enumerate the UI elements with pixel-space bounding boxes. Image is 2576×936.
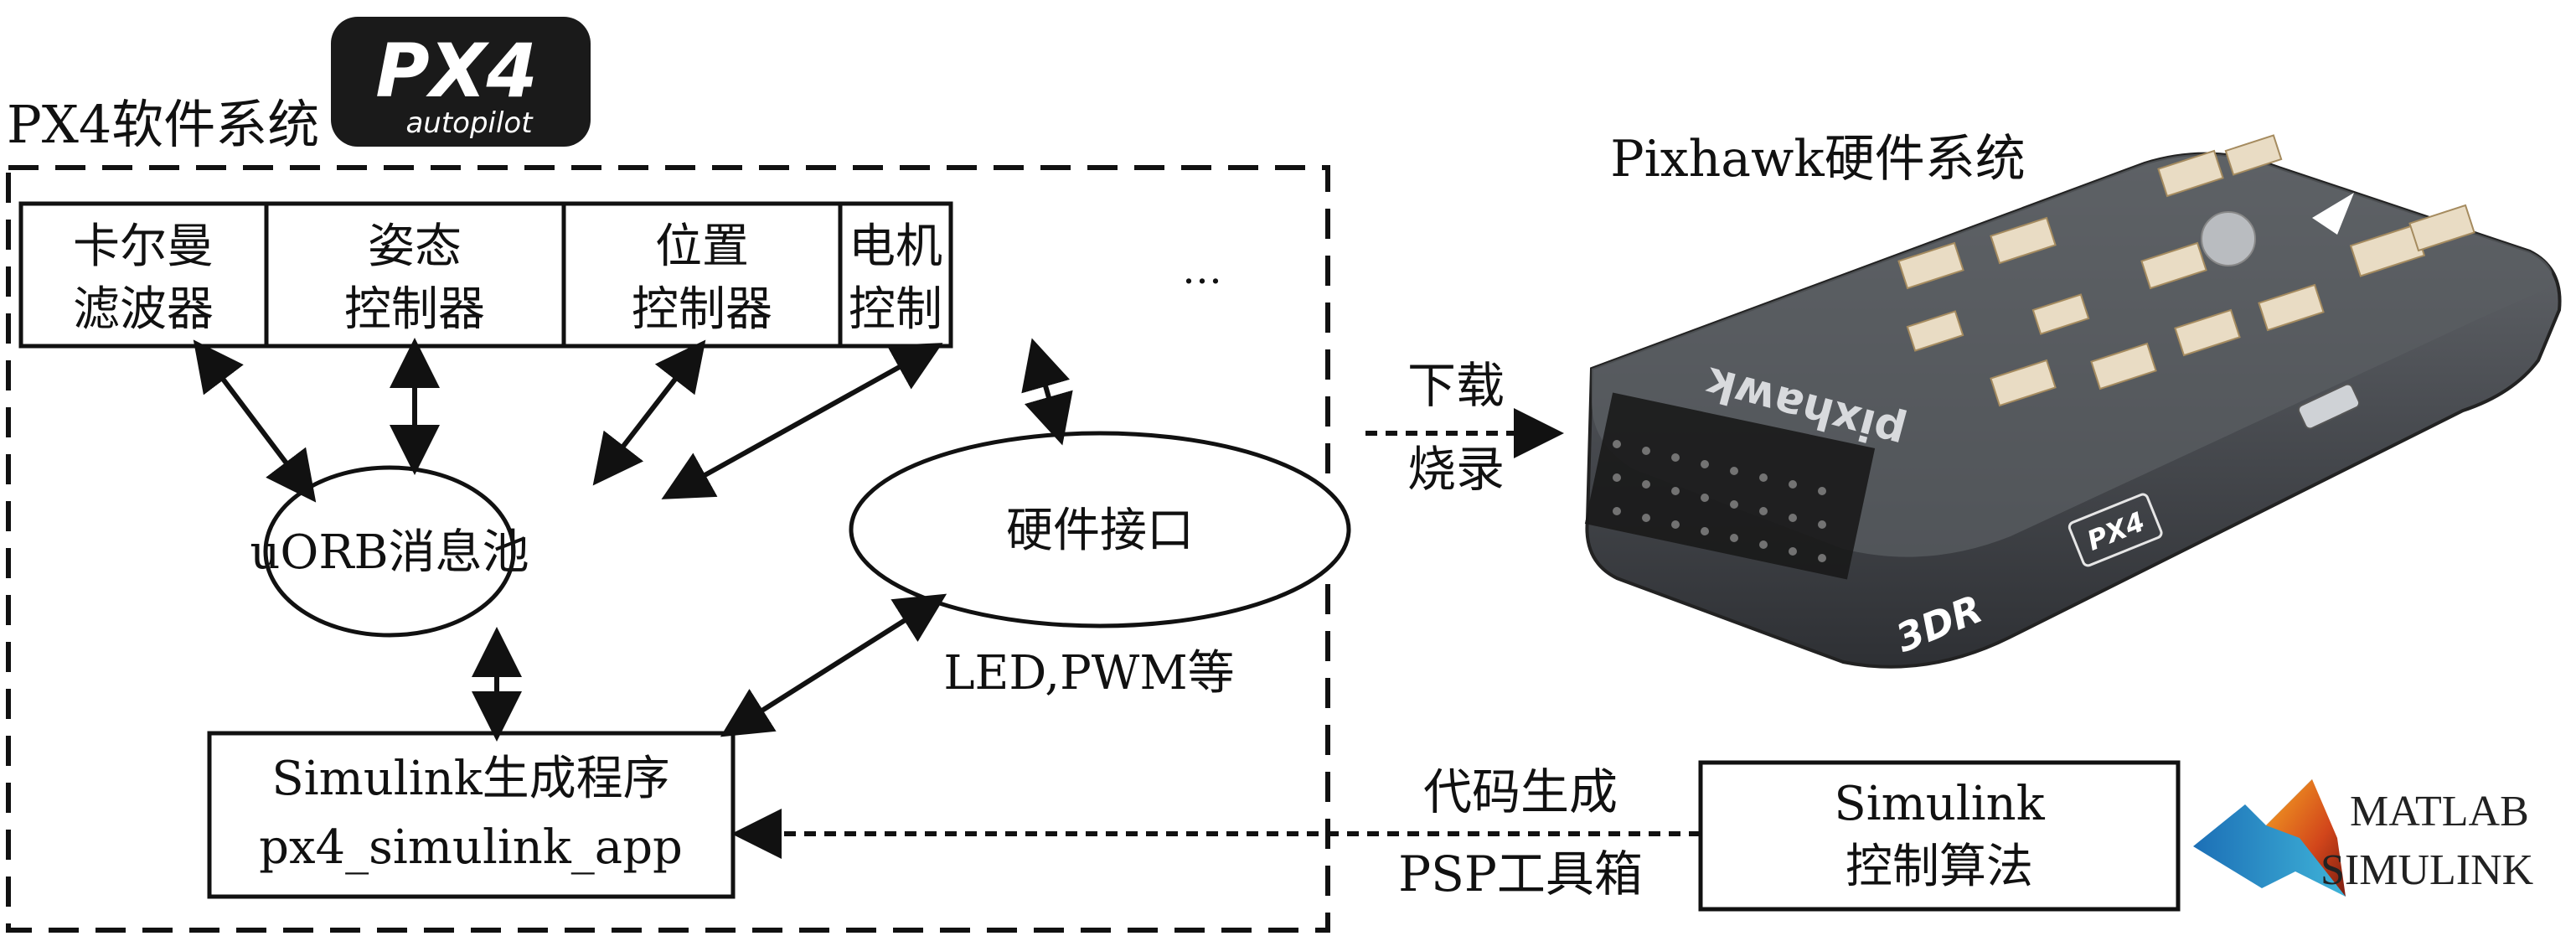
- module-position-controller: 位置 控制器: [632, 220, 772, 337]
- hardware-interface-node: [849, 431, 1351, 628]
- arrow-motor-uorb: [661, 343, 943, 499]
- arrow-hardware-simulink: [720, 593, 947, 737]
- svg-text:PX4: PX4: [375, 28, 538, 114]
- px4-autopilot-logo: PX4 autopilot: [331, 17, 591, 147]
- hardware-interface-label: 硬件接口: [1006, 504, 1194, 558]
- px4-system-title: PX4软件系统: [7, 94, 319, 155]
- pixhawk-board-image: pixhawk PX4 3DR: [1584, 134, 2562, 669]
- modules-ellipsis: …: [1182, 246, 1222, 293]
- svg-text:电机: 电机: [849, 220, 942, 274]
- codegen-label-line1: 代码生成: [1423, 763, 1618, 820]
- svg-text:控制: 控制: [849, 282, 942, 337]
- simulink-algorithm-box: [1698, 760, 2181, 912]
- svg-text:autopilot: autopilot: [405, 106, 534, 140]
- matlab-simulink-logo: MATLAB SIMULINK: [2193, 779, 2534, 897]
- svg-text:姿态: 姿态: [368, 220, 462, 274]
- svg-text:控制器: 控制器: [344, 282, 485, 337]
- svg-text:位置: 位置: [655, 220, 749, 274]
- hardware-interface-note: LED,PWM等: [943, 646, 1234, 701]
- simulink-program-line2: px4_simulink_app: [259, 820, 683, 875]
- svg-text:滤波器: 滤波器: [73, 282, 214, 337]
- download-label-line1: 下载: [1407, 357, 1505, 414]
- svg-text:SIMULINK: SIMULINK: [2320, 846, 2534, 894]
- module-kalman-filter: 卡尔曼 滤波器: [73, 220, 214, 337]
- simulink-program-box: [207, 731, 736, 899]
- arrow-kalman-uorb: [193, 339, 317, 503]
- simulink-program-line1: Simulink生成程序: [271, 752, 669, 806]
- svg-text:控制器: 控制器: [632, 282, 772, 337]
- uorb-pool-label: uORB消息池: [250, 525, 529, 580]
- arrow-motor-hardware: [1021, 338, 1073, 446]
- codegen-label-line2: PSP工具箱: [1398, 846, 1643, 902]
- svg-text:MATLAB: MATLAB: [2350, 788, 2529, 835]
- module-box-frame: [18, 201, 953, 349]
- svg-text:卡尔曼: 卡尔曼: [73, 220, 214, 274]
- arrow-position-uorb: [592, 339, 706, 486]
- simulink-algorithm-line2: 控制算法: [1846, 840, 2033, 894]
- pixhawk-title: Pixhawk硬件系统: [1610, 130, 2026, 189]
- download-label-line2: 烧录: [1407, 441, 1505, 498]
- module-motor-control: 电机 控制: [849, 220, 942, 337]
- module-attitude-controller: 姿态 控制器: [344, 220, 485, 337]
- simulink-algorithm-line1: Simulink: [1834, 777, 2045, 831]
